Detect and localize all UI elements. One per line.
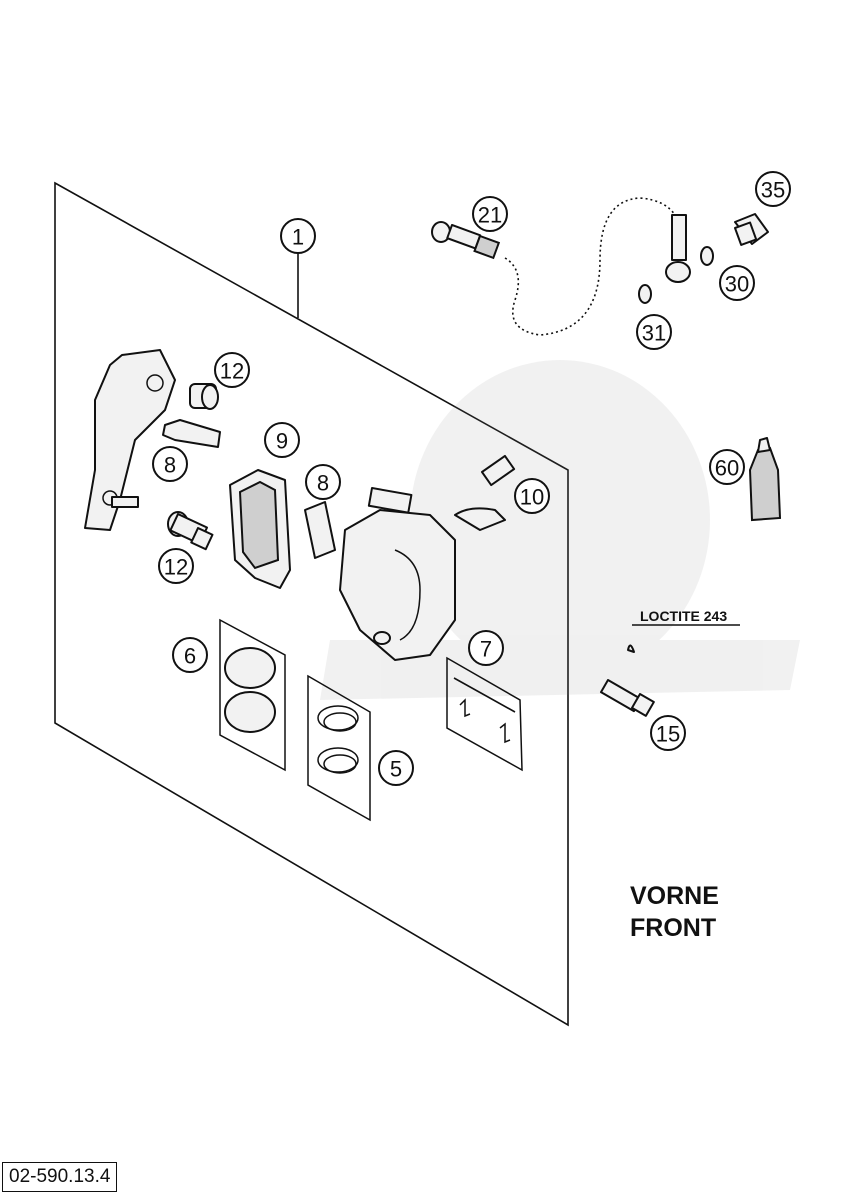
callout-circle <box>468 630 504 666</box>
front-label: VORNE FRONT <box>630 880 719 944</box>
callout-label: 60 <box>715 456 739 481</box>
callout-21: 21 <box>472 196 508 232</box>
piston-kit <box>219 618 286 772</box>
guide-bolt <box>167 511 214 551</box>
front-label-line1: VORNE <box>630 882 719 910</box>
callout-circle <box>264 422 300 458</box>
callout-label: 10 <box>520 485 544 510</box>
watermark-logo <box>320 360 800 700</box>
loctite-label: LOCTITE 243 <box>640 608 728 624</box>
callout-6: 6 <box>172 637 208 673</box>
callout-15: 15 <box>650 715 686 751</box>
pin-kit <box>446 656 523 772</box>
front-label-line2: FRONT <box>630 914 717 942</box>
caliper-body <box>339 487 456 661</box>
callout-35: 35 <box>755 171 791 207</box>
callout-label: 5 <box>390 757 402 782</box>
callout-circle <box>709 449 745 485</box>
callout-circle <box>214 352 250 388</box>
callout-label: 6 <box>184 644 196 669</box>
callout-circle <box>378 750 414 786</box>
callout-circle <box>152 446 188 482</box>
callout-31: 31 <box>636 314 672 350</box>
callout-circle <box>472 196 508 232</box>
brake-pad <box>229 469 291 589</box>
callout-circle <box>280 218 316 254</box>
callout-1: 1 <box>280 218 316 254</box>
pad-spring-left <box>162 419 221 448</box>
brake-line <box>431 197 769 336</box>
callout-label: 8 <box>317 471 329 496</box>
callout-circle <box>514 478 550 514</box>
callout-10: 10 <box>514 478 550 514</box>
callout-12a: 12 <box>214 352 250 388</box>
drawing-number: 02-590.13.4 <box>2 1162 118 1192</box>
callout-30: 30 <box>719 265 755 301</box>
callout-circle <box>755 171 791 207</box>
callout-label: 8 <box>164 453 176 478</box>
callout-label: 12 <box>220 359 244 384</box>
callout-5: 5 <box>378 750 414 786</box>
pin-boot-top <box>189 383 219 410</box>
kit-board <box>54 181 569 1027</box>
callout-circle <box>650 715 686 751</box>
callout-12b: 12 <box>158 548 194 584</box>
callout-label: 7 <box>480 637 492 662</box>
callout-8b: 8 <box>305 464 341 500</box>
callout-label: 31 <box>642 321 666 346</box>
bleeder-valve <box>454 454 516 531</box>
seal-kit <box>307 674 371 822</box>
callout-label: 35 <box>761 178 785 203</box>
callout-circle <box>172 637 208 673</box>
callout-7: 7 <box>468 630 504 666</box>
callout-label: 21 <box>478 203 502 228</box>
callout-9: 9 <box>264 422 300 458</box>
callout-label: 15 <box>656 722 680 747</box>
pad-spring-right <box>304 501 336 559</box>
callout-label: 1 <box>292 225 304 250</box>
callout-circle <box>719 265 755 301</box>
callout-circle <box>305 464 341 500</box>
caliper-bolt <box>600 624 740 717</box>
callout-8a: 8 <box>152 446 188 482</box>
caliper-bracket <box>84 349 176 531</box>
callout-circle <box>158 548 194 584</box>
callout-label: 30 <box>725 272 749 297</box>
callout-label: 12 <box>164 555 188 580</box>
callout-circle <box>636 314 672 350</box>
callout-60: 60 <box>709 449 745 485</box>
loctite-bottle <box>748 437 782 522</box>
callout-label: 9 <box>276 429 288 454</box>
